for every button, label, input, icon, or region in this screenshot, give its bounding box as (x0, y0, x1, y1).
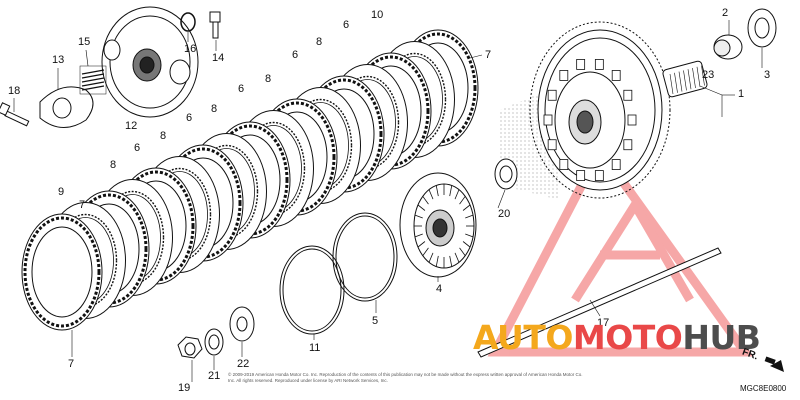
callout-14: 14 (212, 52, 225, 64)
thrust-washer-3 (747, 8, 777, 48)
callout-7: 7 (79, 199, 86, 211)
clutch-spring (79, 65, 107, 95)
o-ring-5 (332, 212, 398, 302)
friction-disc (21, 213, 103, 331)
callout-8: 8 (160, 130, 167, 142)
callout-2: 2 (722, 7, 729, 19)
copyright-notice: © 2009-2019 American Honda Motor Co. Inc… (228, 372, 583, 383)
collar-bushing (713, 34, 743, 60)
callout-16: 16 (184, 43, 197, 55)
bolt-18 (0, 102, 30, 127)
callout-5: 5 (372, 315, 379, 327)
snap-ring-16 (180, 12, 196, 32)
callout-20: 20 (498, 208, 511, 220)
bolt-14 (209, 11, 221, 39)
callout-6: 6 (134, 142, 141, 154)
callout-19: 19 (178, 382, 191, 394)
washer-21 (204, 328, 224, 356)
callout-6: 6 (238, 83, 245, 95)
pressure-plate (101, 6, 199, 118)
callout-9: 9 (58, 186, 65, 198)
watermark-hub: HUB (682, 318, 761, 357)
front-direction-arrow (764, 356, 784, 372)
callout-13: 13 (52, 54, 65, 66)
callout-11: 11 (309, 342, 321, 354)
diagram-code: MGC8E0800 (740, 384, 787, 393)
callout-22: 22 (237, 358, 250, 370)
o-ring-11 (279, 245, 345, 335)
callout-12: 12 (125, 120, 138, 132)
washer-20 (494, 158, 518, 190)
callout-6: 6 (186, 112, 193, 124)
callout-4: 4 (436, 283, 443, 295)
watermark-auto: AUTO (473, 318, 573, 357)
callout-18: 18 (8, 85, 21, 97)
washer-22 (229, 306, 255, 342)
callout-8: 8 (265, 73, 272, 85)
callout-10: 10 (371, 9, 384, 21)
callout-7: 7 (68, 358, 75, 370)
callout-3: 3 (764, 69, 771, 81)
needle-bearing (662, 60, 708, 98)
callout-6: 6 (292, 49, 299, 61)
callout-7: 7 (485, 49, 492, 61)
callout-17: 17 (597, 317, 610, 329)
callout-8: 8 (110, 159, 117, 171)
callout-6: 6 (343, 19, 350, 31)
callout-15: 15 (78, 36, 91, 48)
watermark-logo-text: AUTOMOTOHUB (473, 318, 761, 357)
callout-1: 1 (738, 88, 745, 100)
clutch-plate-stack (21, 29, 479, 331)
callout-leader-lines (13, 20, 763, 382)
clutch-center (399, 172, 477, 278)
callout-21: 21 (208, 370, 221, 382)
callout-8: 8 (211, 103, 218, 115)
callout-8: 8 (316, 36, 323, 48)
lifter-plate (39, 86, 94, 128)
clutch-lifter-rod (477, 247, 722, 358)
clutch-outer-housing (500, 21, 671, 200)
watermark-moto: MOTO (572, 318, 683, 357)
callout-23: 23 (702, 69, 715, 81)
lock-nut (177, 336, 203, 359)
